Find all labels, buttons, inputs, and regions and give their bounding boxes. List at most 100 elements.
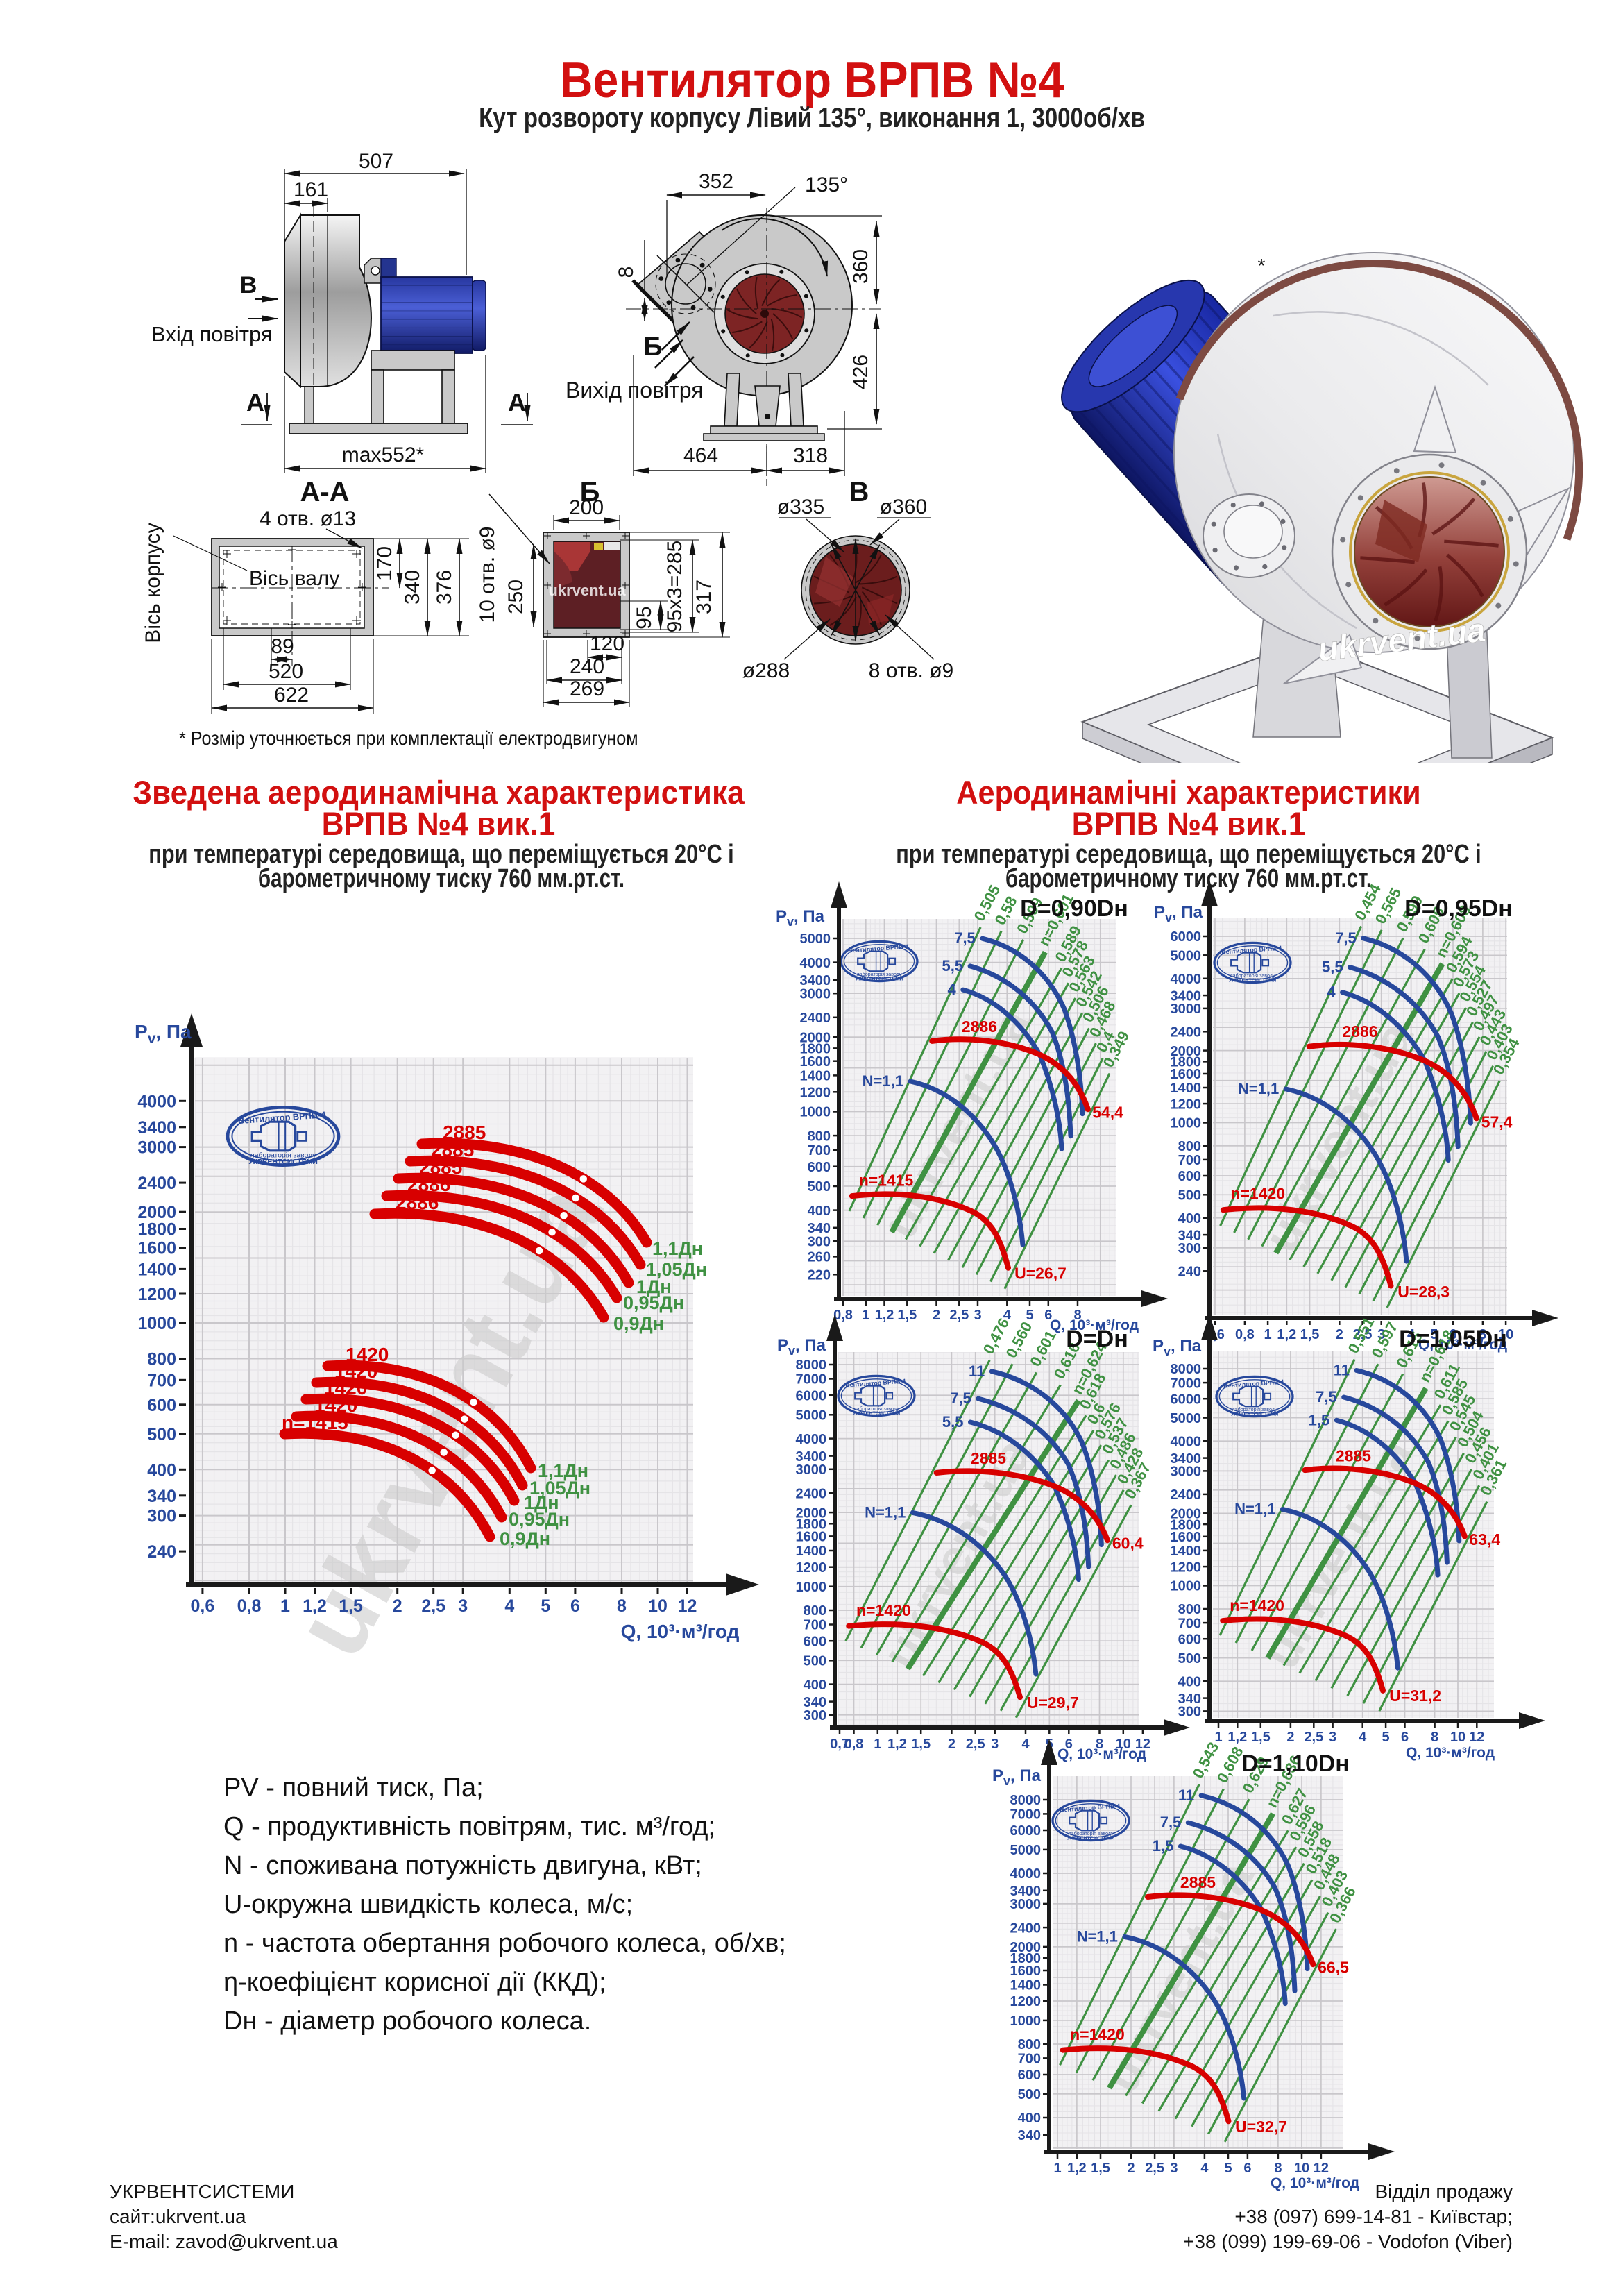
svg-text:6: 6 xyxy=(1044,1308,1052,1323)
svg-text:2,5: 2,5 xyxy=(1304,1730,1323,1745)
svg-text:Pv, Па: Pv, Па xyxy=(777,1336,826,1358)
svg-text:1800: 1800 xyxy=(137,1220,176,1240)
svg-text:2,5: 2,5 xyxy=(1145,2161,1164,2176)
svg-text:800: 800 xyxy=(147,1350,176,1369)
svg-text:3000: 3000 xyxy=(796,1462,827,1478)
svg-text:8: 8 xyxy=(1096,1737,1103,1752)
svg-text:500: 500 xyxy=(804,1654,826,1669)
svg-text:Вихід повітря: Вихід повітря xyxy=(566,378,704,403)
svg-text:2400: 2400 xyxy=(1171,1487,1202,1503)
svg-text:Q, 10³·м³/год: Q, 10³·м³/год xyxy=(1406,1745,1495,1761)
svg-text:300: 300 xyxy=(804,1708,826,1723)
svg-text:4: 4 xyxy=(948,981,957,998)
svg-text:1800: 1800 xyxy=(1010,1951,1042,1966)
svg-text:10: 10 xyxy=(648,1596,668,1616)
svg-text:D=1,05Dн: D=1,05Dн xyxy=(1399,1326,1507,1352)
svg-text:6: 6 xyxy=(1449,1327,1456,1342)
svg-text:161: 161 xyxy=(294,178,328,201)
svg-text:Вхід повітря: Вхід повітря xyxy=(151,322,273,346)
svg-text:2000: 2000 xyxy=(800,1030,831,1045)
svg-text:УКРВЕНТСИСТЕМИ: УКРВЕНТСИСТЕМИ xyxy=(248,1158,318,1166)
svg-text:2: 2 xyxy=(1127,2161,1135,2176)
svg-text:1800: 1800 xyxy=(800,1042,831,1057)
svg-text:1800: 1800 xyxy=(796,1517,827,1533)
svg-text:300: 300 xyxy=(1178,1241,1201,1256)
svg-text:11: 11 xyxy=(969,1362,985,1380)
svg-text:500: 500 xyxy=(1178,1188,1201,1204)
svg-text:2400: 2400 xyxy=(800,1011,831,1026)
svg-text:U=32,7: U=32,7 xyxy=(1235,2118,1287,2136)
svg-text:60,4: 60,4 xyxy=(1112,1535,1144,1553)
svg-text:n=1415: n=1415 xyxy=(859,1171,914,1189)
svg-text:600: 600 xyxy=(1178,1632,1201,1647)
svg-text:66,5: 66,5 xyxy=(1318,1959,1349,1977)
svg-text:1000: 1000 xyxy=(137,1314,176,1333)
svg-text:8000: 8000 xyxy=(1010,1793,1042,1808)
svg-text:318: 318 xyxy=(793,444,828,467)
svg-text:4: 4 xyxy=(1359,1730,1367,1745)
svg-text:135°: 135° xyxy=(805,174,848,196)
svg-text:300: 300 xyxy=(1178,1705,1201,1720)
svg-text:U=26,7: U=26,7 xyxy=(1014,1265,1067,1283)
svg-text:2000: 2000 xyxy=(137,1203,176,1222)
svg-text:2886: 2886 xyxy=(407,1174,450,1195)
svg-text:Q, 10³·м³/год: Q, 10³·м³/год xyxy=(1057,1746,1146,1762)
svg-text:6000: 6000 xyxy=(796,1388,827,1403)
svg-text:5000: 5000 xyxy=(800,931,831,947)
svg-text:1600: 1600 xyxy=(137,1239,176,1258)
svg-text:1,5: 1,5 xyxy=(911,1737,931,1752)
svg-text:n=1420: n=1420 xyxy=(1070,2025,1125,2043)
svg-text:600: 600 xyxy=(147,1396,176,1415)
svg-text:360: 360 xyxy=(849,249,872,284)
svg-text:1000: 1000 xyxy=(1171,1116,1202,1131)
svg-text:12: 12 xyxy=(1135,1737,1150,1752)
svg-text:2000: 2000 xyxy=(1171,1507,1202,1522)
svg-text:400: 400 xyxy=(1018,2111,1041,2126)
svg-text:Б: Б xyxy=(580,477,600,507)
svg-text:600: 600 xyxy=(804,1634,826,1649)
svg-text:120: 120 xyxy=(590,632,624,655)
svg-text:700: 700 xyxy=(147,1371,176,1390)
svg-text:1400: 1400 xyxy=(800,1069,831,1084)
svg-text:1,5: 1,5 xyxy=(1153,1837,1174,1855)
svg-text:3400: 3400 xyxy=(796,1449,827,1464)
svg-text:1,2: 1,2 xyxy=(887,1737,907,1752)
svg-text:2,5: 2,5 xyxy=(966,1737,985,1752)
svg-text:89: 89 xyxy=(271,635,294,658)
svg-text:600: 600 xyxy=(1178,1169,1201,1184)
svg-text:6: 6 xyxy=(1065,1737,1073,1752)
svg-text:317: 317 xyxy=(692,580,715,614)
svg-text:300: 300 xyxy=(147,1507,176,1526)
svg-text:57,4: 57,4 xyxy=(1481,1113,1513,1131)
svg-text:В: В xyxy=(849,477,869,507)
svg-text:2,5: 2,5 xyxy=(949,1308,969,1323)
svg-text:3000: 3000 xyxy=(1010,1897,1042,1912)
svg-text:3: 3 xyxy=(1329,1730,1336,1745)
svg-text:1: 1 xyxy=(280,1596,290,1616)
svg-text:352: 352 xyxy=(699,170,733,193)
svg-text:4000: 4000 xyxy=(1171,1434,1202,1449)
svg-text:1,2: 1,2 xyxy=(1227,1730,1247,1745)
svg-text:10: 10 xyxy=(1498,1327,1513,1342)
svg-text:Б: Б xyxy=(643,332,662,362)
svg-text:95: 95 xyxy=(633,606,656,629)
svg-text:4000: 4000 xyxy=(796,1432,827,1447)
svg-text:8: 8 xyxy=(1274,2161,1282,2176)
svg-text:240: 240 xyxy=(1178,1265,1201,1280)
svg-text:1420: 1420 xyxy=(334,1360,377,1382)
svg-text:500: 500 xyxy=(808,1179,831,1195)
svg-text:1,2: 1,2 xyxy=(1067,2161,1087,2176)
svg-text:240: 240 xyxy=(570,655,604,678)
svg-text:1,2: 1,2 xyxy=(1277,1327,1296,1342)
svg-text:Pv, Па: Pv, Па xyxy=(1153,1337,1202,1358)
svg-text:n=1420: n=1420 xyxy=(1230,1596,1284,1614)
svg-text:340: 340 xyxy=(1178,1228,1201,1243)
svg-text:2885: 2885 xyxy=(971,1449,1006,1467)
svg-text:лабораторія заводу: лабораторія заводу xyxy=(1232,1407,1277,1412)
svg-text:1,05Дн: 1,05Дн xyxy=(529,1478,590,1499)
svg-text:300: 300 xyxy=(808,1234,831,1249)
svg-text:4000: 4000 xyxy=(800,956,831,971)
svg-text:5000: 5000 xyxy=(1171,949,1202,964)
svg-text:5: 5 xyxy=(1224,2161,1232,2176)
svg-text:1200: 1200 xyxy=(137,1285,176,1304)
